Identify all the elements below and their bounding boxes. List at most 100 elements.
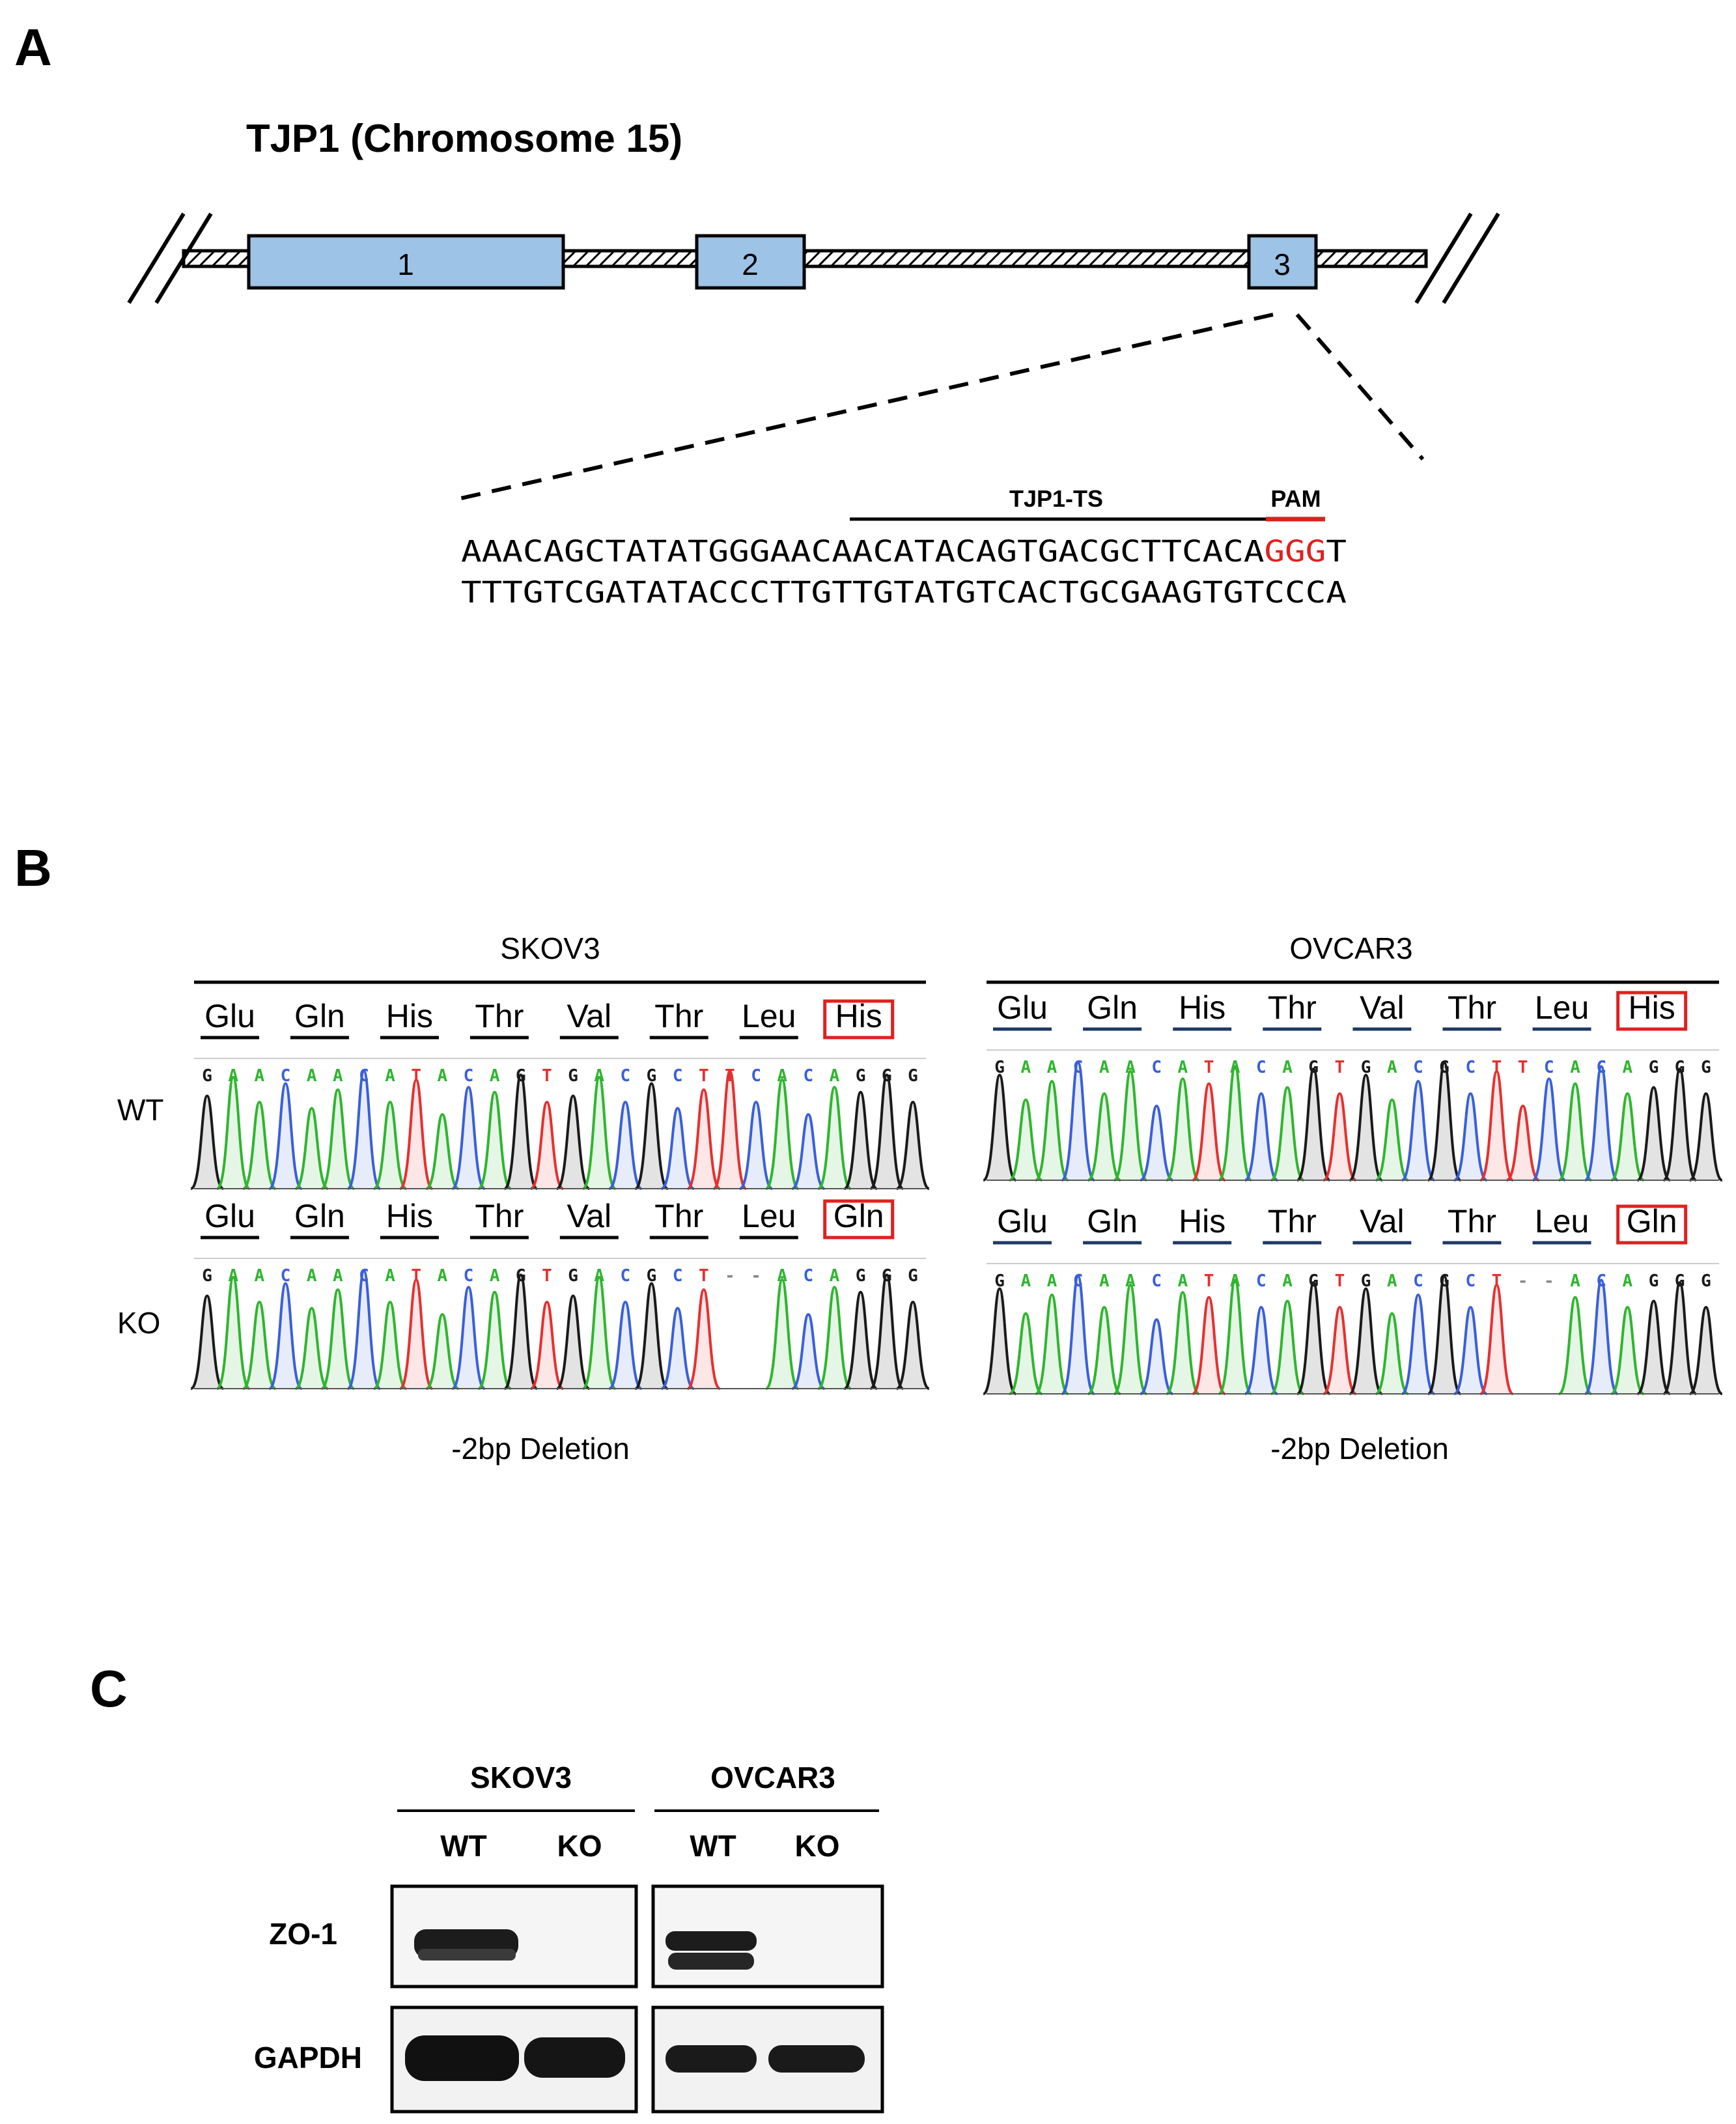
skov3-ko-peak	[791, 1312, 826, 1390]
ovcar3-ko-peak	[1270, 1299, 1305, 1395]
ovcar3-ko-basecall: T	[1492, 1271, 1502, 1291]
skov3-ko-peak	[817, 1286, 852, 1390]
ovcar3-wt-peak	[1479, 1069, 1514, 1182]
break-mark-left	[127, 212, 213, 304]
skov3-ko-codon: Val	[567, 1198, 612, 1234]
ovcar3-wt-basecall: A	[1282, 1058, 1293, 1077]
lane-label-ovcar3-ko: KO	[795, 1829, 840, 1863]
ovcar3-wt-peak	[1558, 1082, 1593, 1182]
ovcar3-ko-peak	[1087, 1305, 1121, 1395]
ovcar3-wt-codon: His	[1179, 989, 1225, 1026]
ovcar3-wt-peak	[1035, 1079, 1069, 1182]
lane-label-ovcar3-wt: WT	[690, 1829, 736, 1863]
ovcar3-ko-peak	[1166, 1291, 1200, 1395]
skov3-ko-codon: Gln	[294, 1198, 345, 1234]
skov3-ko-peak	[660, 1307, 695, 1390]
skov3-ko-peak	[556, 1294, 591, 1390]
ovcar3-ko-codon: His	[1179, 1203, 1225, 1239]
ovcar3-ko-peak	[1035, 1293, 1069, 1395]
ovcar3-wt-peak	[1244, 1092, 1278, 1182]
skov3-wt-codon: Leu	[742, 998, 796, 1034]
ovcar3-ko-peak	[1401, 1293, 1435, 1395]
ovcar3-ko-basecall: C	[1465, 1271, 1476, 1291]
ovcar3-ko-peak	[1688, 1305, 1723, 1395]
ovcar3-wt-basecall: T	[1204, 1058, 1214, 1077]
panel-b-label: B	[14, 839, 52, 897]
ovcar3-wt-peak	[1427, 1061, 1462, 1182]
skov3-wt-peak	[556, 1094, 591, 1190]
skov3-ko-peak	[373, 1300, 408, 1390]
skov3-wt-codon: Glu	[204, 998, 255, 1034]
skov3-ko-peak	[320, 1288, 355, 1390]
ovcar3-wt-basecall: A	[1570, 1058, 1580, 1077]
skov3-ko-basecall: G	[856, 1266, 866, 1286]
exon-3-label: 3	[1274, 248, 1291, 281]
ovcar3-wt-peak	[1218, 1065, 1252, 1182]
ovcar3-ko-basecall: C	[1413, 1271, 1423, 1291]
zoom-line-left	[460, 313, 1274, 500]
skov3-ko-basecall: C	[621, 1266, 631, 1286]
skov3-ko-peak	[529, 1300, 564, 1390]
ovcar3-wt-peak	[1349, 1073, 1383, 1182]
bottom-strand-sequence: TTTGTCGATATACCCTTGTTGTATGTCACTGCGAAGTGTC…	[461, 575, 1347, 610]
skov3-ko-basecall: C	[281, 1266, 291, 1286]
ovcar3-wt-peak	[1532, 1077, 1566, 1182]
skov3-ko-peak	[216, 1275, 251, 1390]
skov3-wt-peak	[451, 1086, 486, 1190]
skov3-wt-basecall: A	[333, 1066, 343, 1086]
skov3-wt-basecall: A	[255, 1066, 265, 1086]
skov3-ko-peak	[294, 1307, 329, 1390]
band-gapdh-ovcar3-wt	[665, 2045, 757, 2073]
skov3-wt-peak	[660, 1107, 695, 1190]
gene-title: TJP1 (Chromosome 15)	[246, 117, 682, 160]
ovcar3-wt-basecall: C	[1151, 1058, 1162, 1077]
skov3-ko-basecall: A	[333, 1266, 343, 1286]
ovcar3-ko-peak	[1558, 1296, 1593, 1395]
skov3-wt-peak	[895, 1100, 930, 1190]
skov3-ko-peak	[451, 1286, 486, 1390]
ovcar3-wt-codon: Gln	[1087, 989, 1138, 1026]
skov3-wt-basecall: A	[438, 1066, 448, 1086]
ovcar3-ko-basecall: A	[1570, 1271, 1580, 1291]
ovcar3-chromatogram-title: OVCAR3	[1289, 931, 1412, 965]
ovcar3-ko-codon: Thr	[1448, 1203, 1496, 1239]
skov3-ko-basecall: A	[255, 1266, 265, 1286]
ovcar3-ko-basecall: G	[994, 1271, 1005, 1291]
skov3-ko-codon: Thr	[654, 1198, 703, 1234]
ovcar3-wt-codon: Thr	[1448, 989, 1496, 1026]
ovcar3-ko-peak	[1218, 1279, 1252, 1395]
skov3-ko-basecall: T	[699, 1266, 709, 1286]
ovcar3-ko-basecall: A	[1178, 1271, 1188, 1291]
skov3-ko-peak	[764, 1278, 800, 1390]
skov3-wt-peak	[529, 1100, 564, 1190]
skov3-wt-basecall: G	[647, 1066, 657, 1086]
skov3-ko-codon: His	[386, 1198, 433, 1234]
ovcar3-ko-peak	[1610, 1305, 1645, 1395]
row-label-wt: WT	[117, 1093, 164, 1127]
skov3-wt-peak	[477, 1090, 512, 1190]
skov3-wt-peak	[581, 1075, 617, 1190]
ovcar3-wt-mutated-codon-box	[1616, 991, 1688, 1031]
skov3-wt-basecall: C	[804, 1066, 814, 1086]
skov3-wt-codon: Gln	[294, 998, 345, 1034]
protein-label-zo1: ZO-1	[269, 1917, 337, 1951]
ovcar3-wt-codon: Val	[1360, 989, 1405, 1026]
skov3-ko-peak	[895, 1300, 930, 1390]
ovcar3-wt-codon: Glu	[997, 989, 1048, 1026]
skov3-wt-peak	[346, 1069, 382, 1190]
ovcar3-wt-peak	[1584, 1065, 1619, 1182]
skov3-ko-codon: Thr	[475, 1198, 524, 1234]
skov3-wt-peak	[399, 1078, 434, 1190]
skov3-wt-basecall: C	[464, 1066, 474, 1086]
ovcar3-ko-peak	[1009, 1312, 1043, 1395]
ovcar3-wt-peak	[1636, 1086, 1671, 1182]
ovcar3-wt-peak	[1060, 1061, 1096, 1182]
skov3-ko-codon: Gln	[833, 1198, 884, 1234]
skov3-ko-basecall: -	[751, 1266, 761, 1286]
ovcar3-wt-peak	[983, 1073, 1017, 1182]
skov3-wt-basecall: A	[777, 1066, 787, 1086]
ovcar3-ko-basecall: C	[1151, 1271, 1162, 1291]
skov3-wt-codon: Thr	[475, 998, 524, 1034]
skov3-wt-peak	[712, 1069, 748, 1190]
